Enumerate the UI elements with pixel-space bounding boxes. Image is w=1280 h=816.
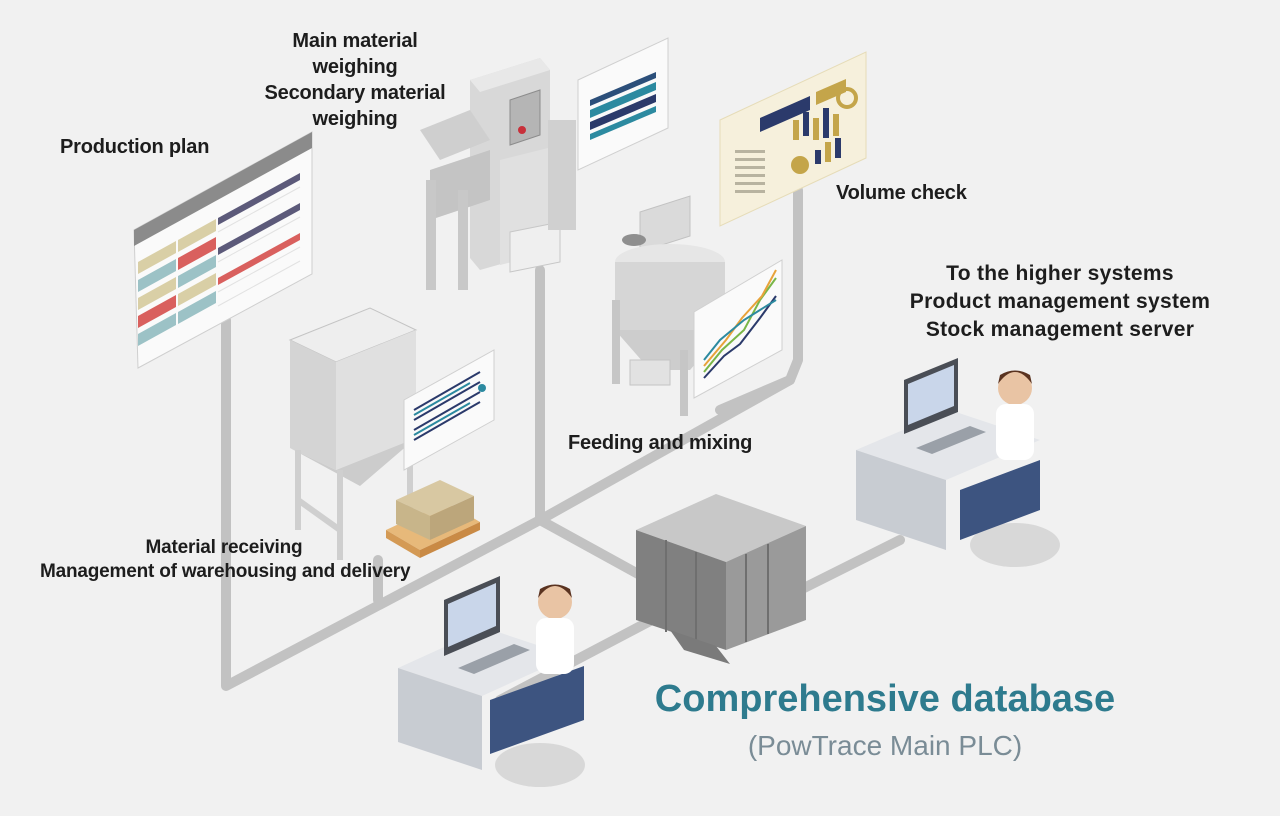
higher-systems-label: To the higher systems Product management… (909, 262, 1211, 341)
database-title: Comprehensive database (654, 678, 1116, 720)
operator-workstation-icon (856, 358, 1060, 567)
database-subtitle: (PowTrace Main PLC) (747, 730, 1023, 761)
volume-check-screen-icon (719, 51, 867, 227)
silo-icon (288, 307, 495, 560)
feeding-mixing-label: Feeding and mixing (568, 432, 753, 454)
production-plan-label: Production plan (60, 136, 210, 158)
volume-check-label: Volume check (836, 182, 967, 204)
server-rack-icon (636, 494, 806, 664)
material-boxes-icon (386, 480, 480, 558)
material-receiving-label: Material receiving Management of warehou… (40, 537, 411, 582)
weighing-machine-icon (420, 37, 669, 290)
weighing-label: Main material weighing Secondary materia… (264, 30, 446, 130)
production-plan-screen-icon (133, 131, 313, 369)
operator-workstation-icon (398, 576, 585, 787)
mixer-icon (612, 195, 783, 416)
